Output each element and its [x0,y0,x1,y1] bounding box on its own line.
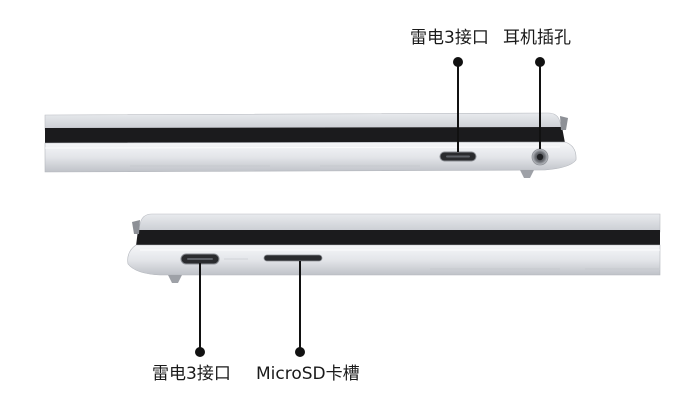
label-bottom-thunderbolt: 雷电3接口 [152,364,231,384]
bottom-laptop-hinge [136,230,660,246]
label-top-headphone: 耳机插孔 [503,28,571,48]
top-laptop-base [44,141,577,173]
label-top-thunderbolt: 雷电3接口 [410,28,489,48]
bottom-leaders [195,261,305,357]
top-laptop-hinge [45,127,565,144]
microsd-slot [263,254,323,262]
leader-dot-icon [195,347,205,357]
top-leaders [453,57,545,152]
bottom-laptop-base [127,244,661,276]
top-laptop [44,112,577,178]
bottom-laptop-lid [137,213,661,233]
label-bottom-microsd: MicroSD卡槽 [256,364,360,384]
bottom-laptop [127,213,661,283]
leader-dot-icon [295,347,305,357]
